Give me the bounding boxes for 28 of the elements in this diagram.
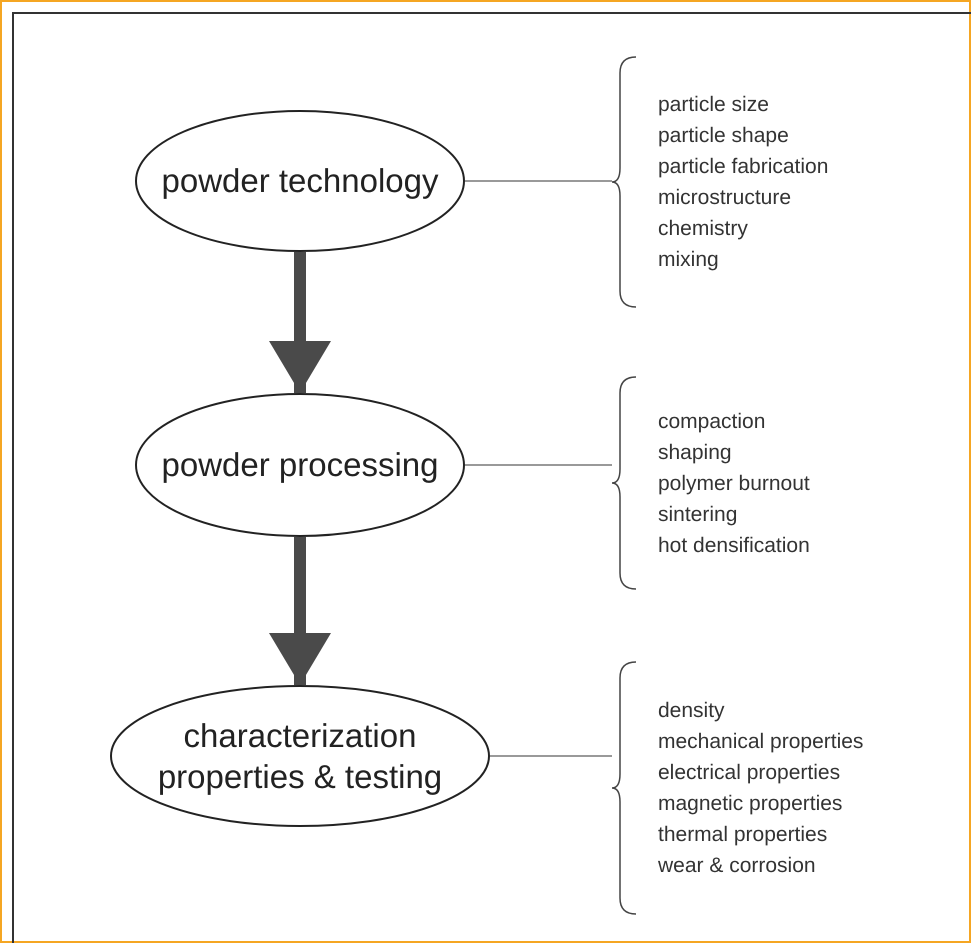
list-item: density xyxy=(658,698,726,724)
stage-ellipse xyxy=(110,685,490,827)
list-item: compaction xyxy=(658,408,766,434)
list-item: polymer burnout xyxy=(658,470,811,496)
list-item: magnetic properties xyxy=(658,791,844,817)
flow-arrow xyxy=(269,537,331,685)
list-item: chemistry xyxy=(658,216,749,242)
list-item: particle fabrication xyxy=(658,154,830,180)
list-item: thermal properties xyxy=(658,822,828,848)
list-item: mixing xyxy=(658,247,720,273)
connector-line xyxy=(465,464,612,466)
stage-label: powder processing xyxy=(162,445,438,486)
stage-label: powder technology xyxy=(161,161,439,202)
connector-line xyxy=(490,755,612,757)
stage-ellipse xyxy=(135,110,465,252)
list-item: microstructure xyxy=(658,185,792,211)
list-item: shaping xyxy=(658,440,733,466)
list-item: sintering xyxy=(658,502,738,528)
list-item: particle shape xyxy=(658,123,790,149)
flow-arrow xyxy=(269,252,331,393)
connector-line xyxy=(465,180,612,182)
stage-label: characterization properties & testing xyxy=(156,716,444,797)
list-item: particle size xyxy=(658,92,770,118)
list-item: hot densification xyxy=(658,532,811,558)
list-item: mechanical properties xyxy=(658,729,864,755)
list-item: wear & corrosion xyxy=(658,853,817,879)
stage-ellipse xyxy=(135,393,465,537)
list-item: electrical properties xyxy=(658,760,842,786)
